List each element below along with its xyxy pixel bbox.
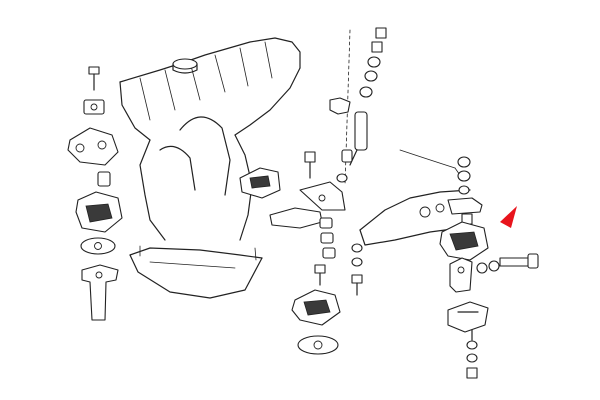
transmission-bracket (447, 197, 483, 215)
left-mount-stack (67, 66, 123, 321)
stud-top (359, 27, 387, 98)
red-arrow-pointer-icon (500, 206, 517, 228)
support-arm (299, 181, 346, 211)
center-stack (239, 27, 387, 355)
mount-plate (80, 237, 116, 255)
rubber-mount (75, 191, 123, 233)
spacer (319, 217, 336, 259)
lower-bracket (81, 264, 119, 321)
bolt (88, 66, 100, 91)
washer (351, 243, 363, 296)
side-bolt (476, 253, 539, 274)
washer (83, 99, 105, 115)
lower-rubber-mount (291, 289, 341, 326)
shock-absorber (329, 97, 368, 166)
damper (269, 207, 323, 229)
washer (336, 173, 348, 183)
upper-mount-bracket (67, 127, 119, 166)
top-washers (457, 156, 471, 195)
engine-bracket (239, 167, 281, 199)
nut (97, 171, 111, 187)
crossmember-plate (447, 301, 489, 333)
mounting-bracket (449, 257, 473, 293)
bolt (314, 264, 326, 286)
mount-plate (297, 335, 339, 355)
lower-bolt (466, 329, 478, 379)
transmission-rubber-mount (439, 221, 489, 261)
nut (304, 151, 316, 179)
right-mount-stack (439, 156, 539, 379)
engine-block (119, 37, 471, 299)
